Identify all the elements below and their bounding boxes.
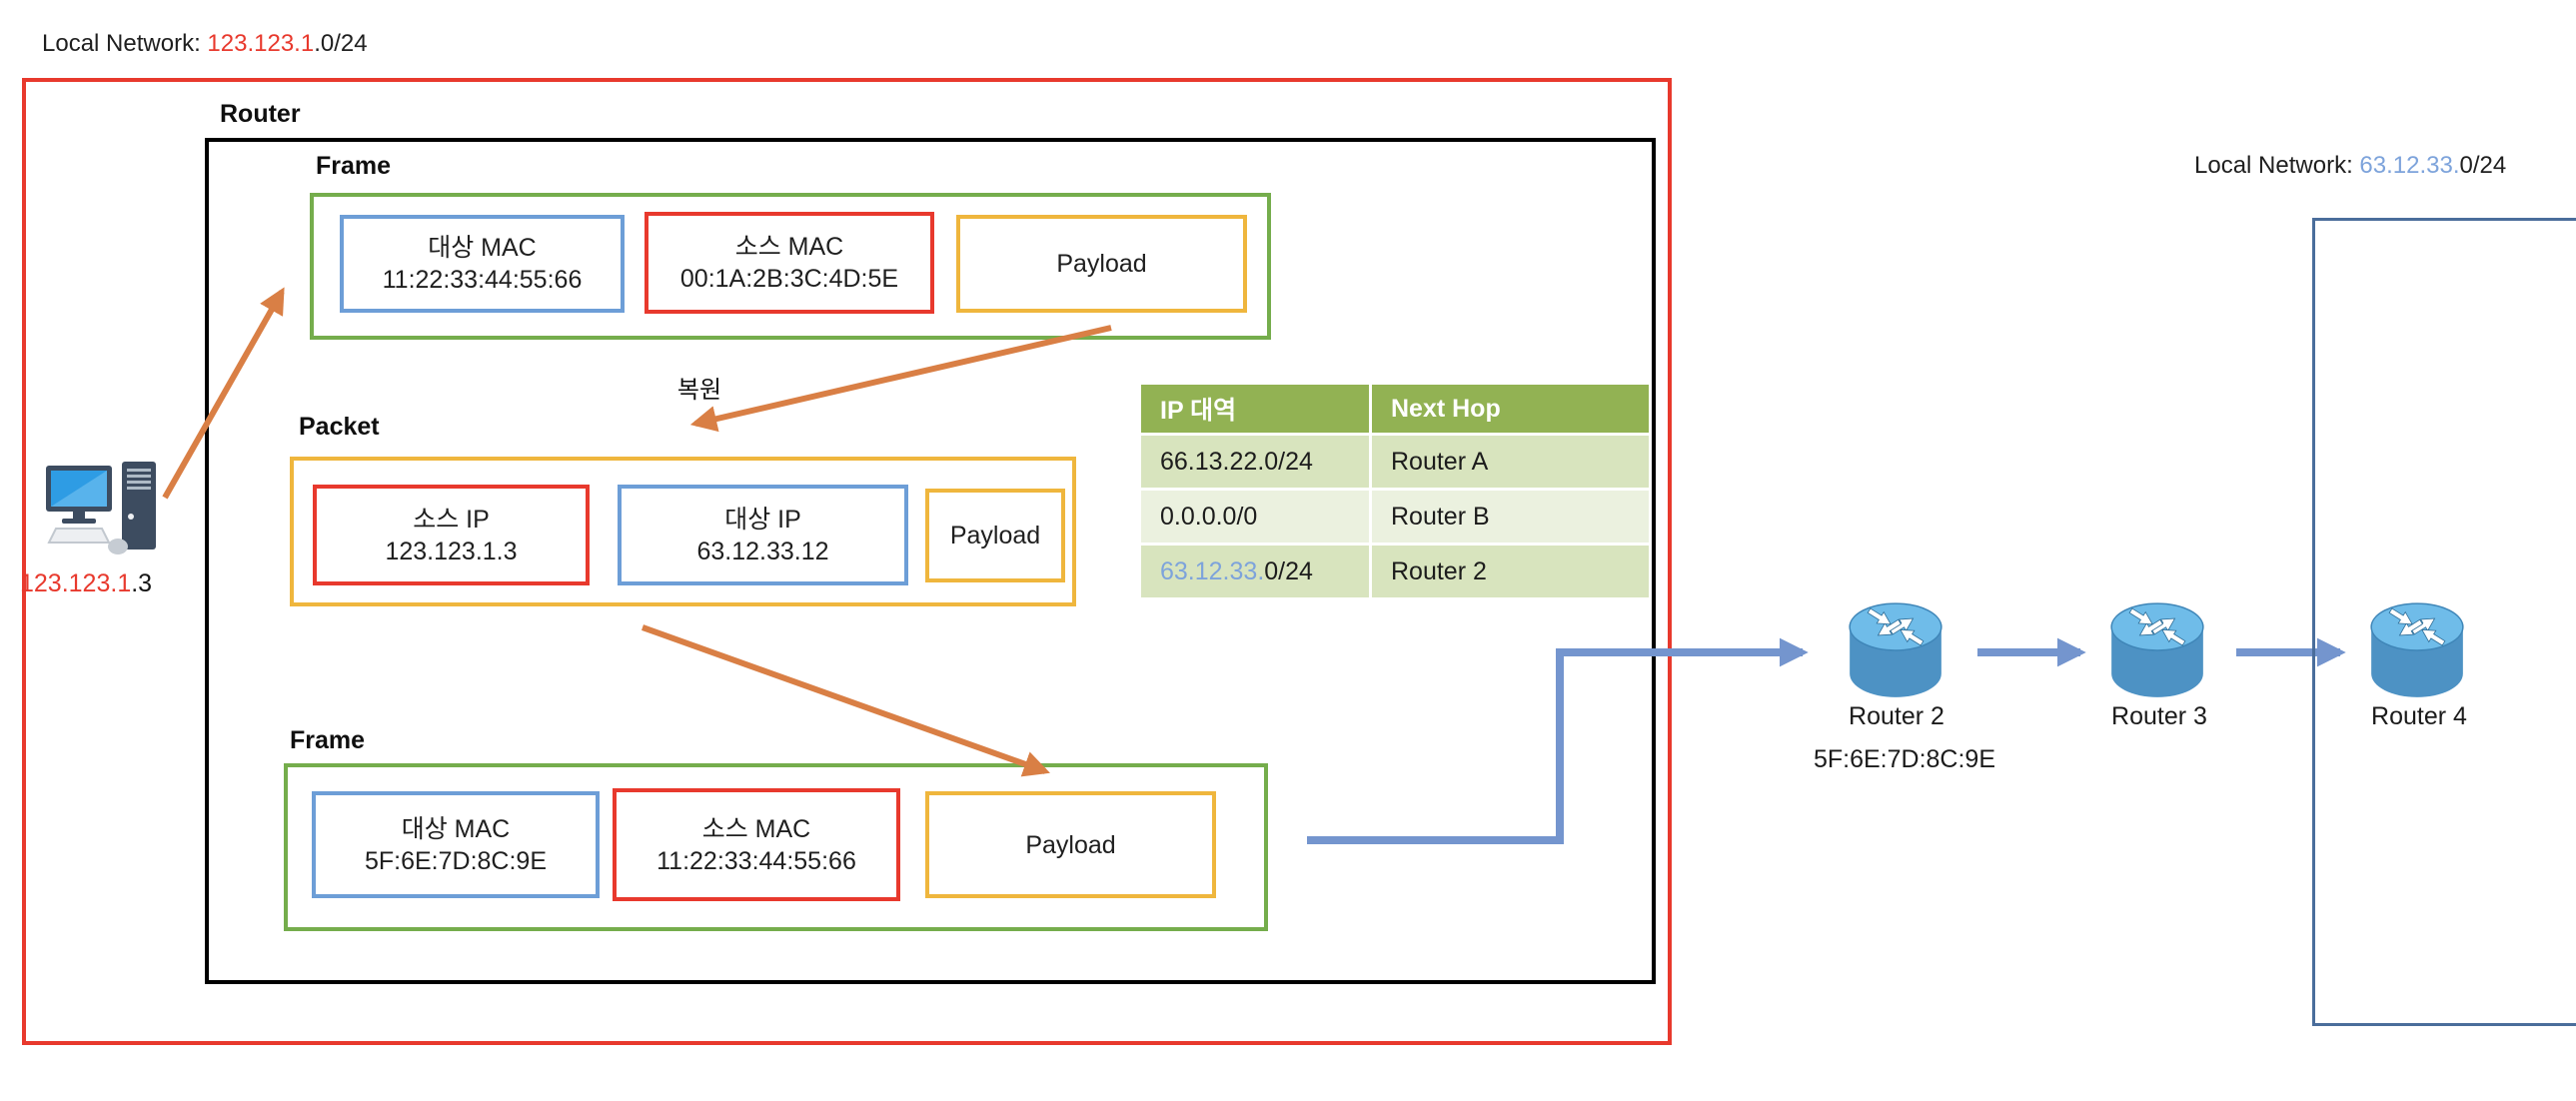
- top-frame-src-mac-value: 00:1A:2B:3C:4D:5E: [679, 265, 899, 293]
- bottom-frame-title: Frame: [290, 726, 366, 754]
- routing-table-row3-range-highlight: 63.12.33.: [1160, 556, 1265, 585]
- routing-table-header-next-hop: Next Hop: [1372, 385, 1649, 433]
- local-network-left-label: Local Network: 123.123.1.0/24: [42, 30, 368, 58]
- restore-label: 복원: [676, 377, 722, 404]
- routing-table-row2-range-text: 0.0.0.0/0: [1160, 502, 1258, 531]
- local-network-right-ip: 63.12.33.: [2359, 152, 2460, 179]
- bottom-frame-src-mac-value: 11:22:33:44:55:66: [656, 846, 856, 875]
- routing-table-row3-range-text: 0/24: [1264, 556, 1313, 585]
- bottom-frame-dest-mac-value: 5F:6E:7D:8C:9E: [364, 846, 548, 875]
- bottom-frame-dest-mac-name: 대상 MAC: [401, 814, 511, 843]
- router2-label: Router 2: [1849, 702, 1944, 730]
- packet-src-ip-name: 소스 IP: [413, 505, 490, 534]
- packet-src-ip-value: 123.123.1.3: [385, 537, 518, 565]
- packet-payload-box: Payload: [925, 489, 1065, 582]
- routing-table-row1-next-hop: Router A: [1372, 436, 1649, 488]
- local-network-right-label: Local Network: 63.12.33.0/24: [2194, 152, 2506, 180]
- packet-dest-ip-name: 대상 IP: [724, 505, 801, 534]
- host-ip-label: 123.123.1.3: [20, 569, 152, 598]
- routing-table-header-ip-range: IP 대역: [1141, 385, 1369, 433]
- top-frame-dest-mac-name: 대상 MAC: [428, 234, 537, 262]
- local-network-left-prefix: Local Network:: [42, 30, 208, 57]
- top-frame-payload-label: Payload: [1056, 250, 1147, 278]
- top-frame-payload-box: Payload: [956, 215, 1247, 313]
- routing-table-row1-range: 66.13.22.0/24: [1141, 436, 1369, 488]
- local-network-right-prefix: Local Network:: [2194, 152, 2360, 179]
- routing-table-row2-next-hop: Router B: [1372, 491, 1649, 543]
- local-network-boundary-box: [22, 78, 1672, 1045]
- router3-icon: [2106, 598, 2208, 705]
- bottom-frame-src-mac-box: 소스 MAC 11:22:33:44:55:66: [613, 788, 900, 901]
- routing-table-row3-range: 63.12.33.0/24: [1141, 546, 1369, 597]
- routing-table-row2-range: 0.0.0.0/0: [1141, 491, 1369, 543]
- host-ip-black-part: .3: [131, 569, 153, 597]
- top-frame-src-mac-box: 소스 MAC 00:1A:2B:3C:4D:5E: [644, 212, 934, 314]
- router-box-title: Router: [220, 100, 301, 128]
- routing-table-row1-range-text: 66.13.22.0/24: [1160, 447, 1313, 476]
- bottom-frame-payload-box: Payload: [925, 791, 1216, 898]
- host-ip-red-part: 123.123.1: [20, 569, 132, 597]
- top-frame-dest-mac-value: 11:22:33:44:55:66: [382, 266, 583, 294]
- top-frame-dest-mac-box: 대상 MAC 11:22:33:44:55:66: [340, 215, 625, 313]
- top-frame-src-mac-name: 소스 MAC: [734, 233, 844, 261]
- bottom-frame-payload-label: Payload: [1025, 830, 1116, 859]
- routing-table-row3-next-hop: Router 2: [1372, 546, 1649, 597]
- local-network-right-cidr: 0/24: [2459, 152, 2507, 179]
- router2-icon: [1845, 598, 1946, 705]
- packet-dest-ip-box: 대상 IP 63.12.33.12: [618, 485, 908, 585]
- local-network-left-ip: 123.123.1: [207, 30, 315, 57]
- bottom-frame-dest-mac-box: 대상 MAC 5F:6E:7D:8C:9E: [312, 791, 600, 898]
- top-frame-title: Frame: [316, 152, 392, 180]
- packet-dest-ip-value: 63.12.33.12: [696, 537, 829, 565]
- bottom-frame-src-mac-name: 소스 MAC: [701, 814, 811, 843]
- packet-src-ip-box: 소스 IP 123.123.1.3: [313, 485, 590, 585]
- local-network-left-cidr: .0/24: [314, 30, 368, 57]
- packet-box: [290, 457, 1076, 606]
- packet-title: Packet: [299, 413, 380, 441]
- router4-label: Router 4: [2371, 702, 2467, 730]
- router2-mac-label: 5F:6E:7D:8C:9E: [1813, 745, 1996, 773]
- remote-network-boundary-box: [2312, 218, 2576, 1026]
- host-computer-icon: [46, 462, 156, 554]
- router-box: [205, 138, 1656, 984]
- routing-table: IP 대역 Next Hop 66.13.22.0/24 Router A 0.…: [1141, 385, 1649, 597]
- packet-payload-label: Payload: [949, 522, 1041, 550]
- router3-label: Router 3: [2111, 702, 2207, 730]
